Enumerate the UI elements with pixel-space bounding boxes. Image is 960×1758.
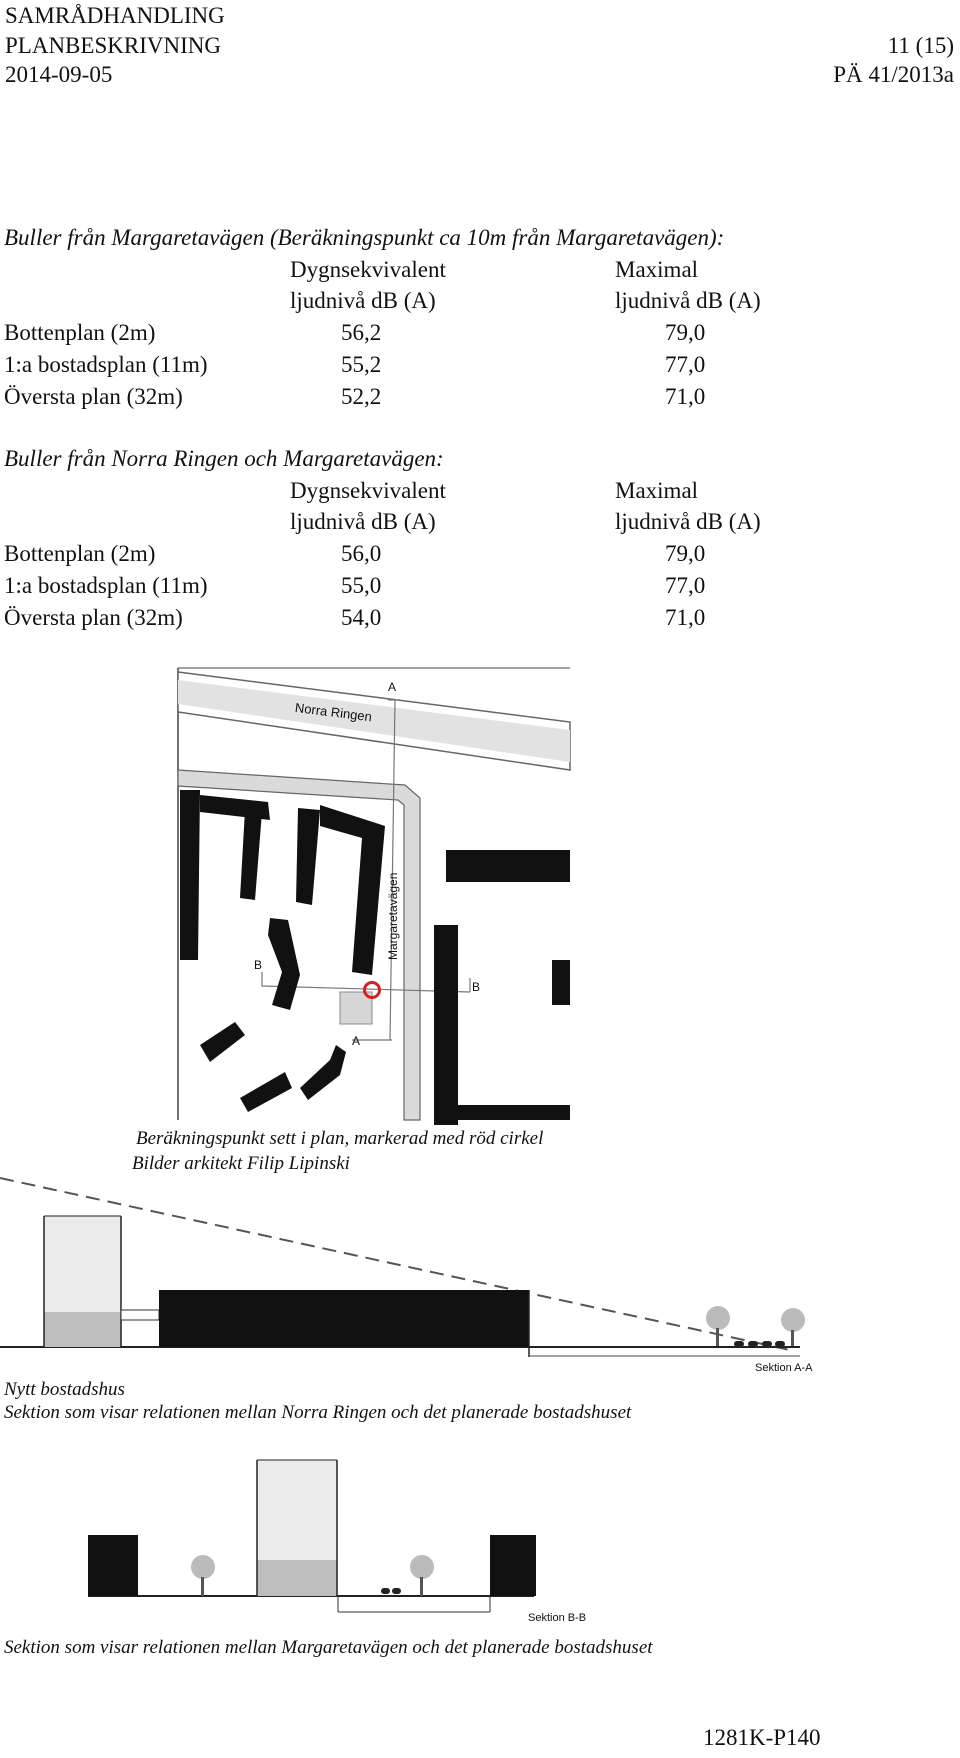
table2-row-value2: 79,0 [665, 541, 706, 566]
doc-reference: PÄ 41/2013a [833, 62, 954, 87]
section-aa-label: Sektion A-A [755, 1362, 813, 1374]
table1-row-value1: 56,2 [341, 320, 382, 345]
map-marker-b-right: B [472, 980, 481, 994]
table2-row-value2: 77,0 [665, 573, 706, 598]
section-aa-caption: Sektion som visar relationen mellan Norr… [4, 1402, 632, 1423]
map-marker-a-top: A [388, 680, 397, 694]
map-caption: Beräkningspunkt sett i plan, markerad me… [136, 1128, 544, 1149]
map-marker-a-bottom: A [352, 1034, 361, 1048]
image-credit: Bilder arkitekt Filip Lipinski [132, 1153, 350, 1174]
table1-row-value2: 77,0 [665, 352, 706, 377]
table1-row-value1: 52,2 [341, 384, 382, 409]
table1-title: Buller från Margaretavägen (Beräkningspu… [4, 225, 725, 250]
table1-row-label: 1:a bostadsplan (11m) [4, 352, 208, 377]
table2-row-value1: 54,0 [341, 605, 382, 630]
section-aa-caption-title: Nytt bostadshus [4, 1379, 125, 1400]
table1-row-value2: 79,0 [665, 320, 706, 345]
table2-col2-header-line2: ljudnivå dB (A) [615, 509, 761, 534]
table2-title: Buller från Norra Ringen och Margaretavä… [4, 446, 444, 471]
section-bb-label: Sektion B-B [528, 1612, 587, 1624]
table1-col1-header-line1: Dygnsekvivalent [290, 257, 446, 282]
table2-row-label: 1:a bostadsplan (11m) [4, 573, 208, 598]
table1-col1-header-line2: ljudnivå dB (A) [290, 288, 436, 313]
doc-type: PLANBESKRIVNING [5, 33, 221, 58]
table2-row-label: Översta plan (32m) [4, 605, 183, 630]
table1-row-label: Bottenplan (2m) [4, 320, 156, 345]
table1-col2-header-line1: Maximal [615, 257, 699, 282]
table2-row-value1: 56,0 [341, 541, 382, 566]
table1-row-label: Översta plan (32m) [4, 384, 183, 409]
doc-date: 2014-09-05 [5, 62, 113, 87]
doc-status: SAMRÅDHANDLING [5, 3, 225, 28]
page-number: 11 (15) [887, 33, 954, 58]
table2-col1-header-line2: ljudnivå dB (A) [290, 509, 436, 534]
table2-row-label: Bottenplan (2m) [4, 541, 156, 566]
section-bb-caption: Sektion som visar relationen mellan Marg… [4, 1637, 653, 1658]
table2-col1-header-line1: Dygnsekvivalent [290, 478, 446, 503]
table2-row-value2: 71,0 [665, 605, 706, 630]
footer-code: 1281K-P140 [703, 1725, 821, 1750]
table2-col2-header-line1: Maximal [615, 478, 699, 503]
map-marker-b-left: B [254, 958, 263, 972]
table1-row-value1: 55,2 [341, 352, 382, 377]
table1-col2-header-line2: ljudnivå dB (A) [615, 288, 761, 313]
table1-row-value2: 71,0 [665, 384, 706, 409]
table2-row-value1: 55,0 [341, 573, 382, 598]
